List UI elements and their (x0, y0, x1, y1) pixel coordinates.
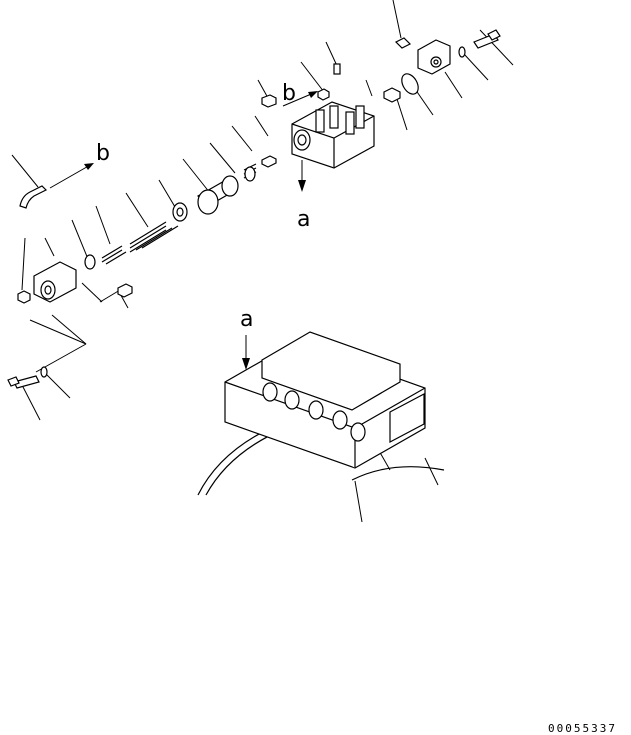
spacer-small-1 (261, 155, 277, 168)
arrow-b-left (49, 163, 94, 189)
bolt-upper (473, 29, 501, 49)
pipe-fitting-left (19, 185, 48, 209)
plug-upper (383, 87, 401, 103)
small-plug-1 (261, 94, 277, 108)
valve-body-upper (291, 101, 375, 169)
elbow-fitting-top (394, 37, 412, 49)
pin-top (333, 63, 341, 75)
callout-a-lower: a (240, 307, 253, 332)
control-valve-body (224, 331, 426, 469)
callout-a-upper: a (297, 207, 310, 232)
arrow-a-upper (298, 160, 306, 192)
end-cover-left (33, 261, 77, 303)
piston (197, 175, 239, 215)
plug-left (117, 283, 133, 298)
callout-b-left: b (96, 141, 110, 166)
arrow-b-upper (282, 91, 318, 107)
bolt-left (7, 375, 40, 389)
spring-small (243, 163, 257, 182)
end-cover-upper (417, 39, 451, 75)
callout-b-upper: b (282, 81, 296, 106)
arrow-a-lower (242, 335, 250, 370)
o-ring-left (84, 254, 96, 270)
drawing-number: 00055337 (548, 722, 617, 735)
o-ring-upper (401, 73, 419, 95)
small-plug-2 (317, 88, 330, 101)
washer-upper (458, 46, 466, 58)
spring-short (101, 245, 127, 265)
fitting-left (17, 290, 31, 304)
spring-long (129, 221, 179, 253)
retainer-ring (172, 202, 188, 222)
washer-left (40, 366, 48, 378)
